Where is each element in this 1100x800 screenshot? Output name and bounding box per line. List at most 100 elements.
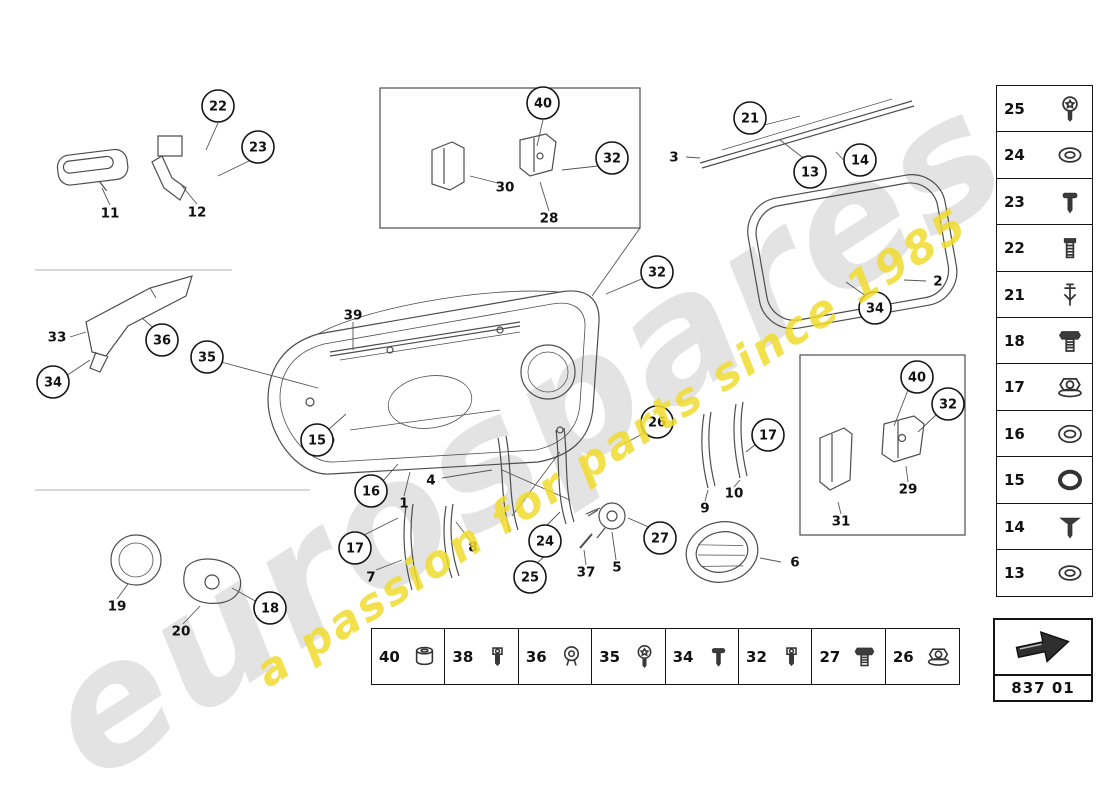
svg-text:12: 12 bbox=[188, 205, 207, 221]
callout-26[interactable]: 26 bbox=[640, 405, 674, 439]
part-number: 32 bbox=[746, 647, 767, 666]
callout-17[interactable]: 17 bbox=[751, 418, 785, 452]
sidebar-part-15[interactable]: 15 bbox=[996, 456, 1093, 505]
label-7[interactable]: 7 bbox=[366, 570, 375, 586]
sidebar-part-24[interactable]: 24 bbox=[996, 131, 1093, 180]
sidebar-part-14[interactable]: 14 bbox=[996, 502, 1093, 551]
part-number: 23 bbox=[1004, 192, 1025, 211]
sidebar-part-21[interactable]: 21 bbox=[996, 270, 1093, 319]
label-11[interactable]: 11 bbox=[101, 206, 120, 222]
svg-text:30: 30 bbox=[496, 180, 515, 196]
sidebar-part-13[interactable]: 13 bbox=[996, 549, 1093, 598]
bottom-part-38[interactable]: 38 bbox=[444, 628, 520, 685]
callout-21[interactable]: 21 bbox=[733, 101, 767, 135]
label-19[interactable]: 19 bbox=[108, 599, 127, 615]
callout-23[interactable]: 23 bbox=[241, 130, 275, 164]
callout-32[interactable]: 32 bbox=[595, 141, 629, 175]
callout-36[interactable]: 36 bbox=[145, 323, 179, 357]
callout-32[interactable]: 32 bbox=[931, 387, 965, 421]
callout-32[interactable]: 32 bbox=[640, 255, 674, 289]
sidebar-part-18[interactable]: 18 bbox=[996, 317, 1093, 366]
label-4[interactable]: 4 bbox=[426, 473, 435, 489]
svg-text:18: 18 bbox=[261, 602, 279, 617]
callout-25[interactable]: 25 bbox=[513, 560, 547, 594]
label-6[interactable]: 6 bbox=[790, 555, 799, 571]
label-39[interactable]: 39 bbox=[344, 308, 363, 324]
door-check-part bbox=[157, 135, 183, 157]
callout-34[interactable]: 34 bbox=[36, 365, 70, 399]
label-20[interactable]: 20 bbox=[172, 624, 191, 640]
callout-34[interactable]: 34 bbox=[858, 291, 892, 325]
label-2[interactable]: 2 bbox=[933, 274, 942, 290]
bottom-part-27[interactable]: 27 bbox=[811, 628, 887, 685]
hex-bolt-icon bbox=[1055, 326, 1085, 356]
detail-box-right bbox=[799, 354, 966, 536]
label-29[interactable]: 29 bbox=[899, 482, 918, 498]
callout-16[interactable]: 16 bbox=[354, 474, 388, 508]
label-8[interactable]: 8 bbox=[468, 540, 477, 556]
bottom-part-40[interactable]: 40 bbox=[371, 628, 446, 685]
callout-40[interactable]: 40 bbox=[900, 360, 934, 394]
callout-22[interactable]: 22 bbox=[201, 89, 235, 123]
part-number: 15 bbox=[1004, 471, 1025, 490]
part-drawings bbox=[35, 87, 966, 625]
callout-24[interactable]: 24 bbox=[528, 524, 562, 558]
label-9[interactable]: 9 bbox=[700, 501, 709, 517]
socket-bolt-icon bbox=[778, 643, 805, 670]
part-number: 27 bbox=[819, 647, 841, 666]
diagram-code-box[interactable]: 837 01 bbox=[993, 618, 1093, 702]
guide-strip-part bbox=[403, 503, 420, 591]
callout-15[interactable]: 15 bbox=[300, 423, 334, 457]
label-1[interactable]: 1 bbox=[399, 496, 408, 512]
pan-screw-icon bbox=[1055, 187, 1085, 217]
svg-text:19: 19 bbox=[108, 599, 127, 615]
part-number: 22 bbox=[1004, 239, 1025, 258]
part-number: 25 bbox=[1004, 100, 1025, 118]
sidebar-part-16[interactable]: 16 bbox=[996, 409, 1093, 458]
svg-text:3: 3 bbox=[669, 150, 678, 166]
bottom-part-34[interactable]: 34 bbox=[664, 628, 740, 685]
bottom-part-26[interactable]: 26 bbox=[884, 628, 960, 685]
part-number: 26 bbox=[892, 647, 914, 666]
callout-14[interactable]: 14 bbox=[843, 143, 877, 177]
sidebar-part-25[interactable]: 25 bbox=[996, 85, 1093, 133]
label-12[interactable]: 12 bbox=[188, 205, 207, 221]
callout-40[interactable]: 40 bbox=[526, 86, 560, 120]
label-28[interactable]: 28 bbox=[540, 211, 559, 227]
callout-17[interactable]: 17 bbox=[338, 531, 372, 565]
sidebar-part-17[interactable]: 17 bbox=[996, 363, 1093, 412]
callout-13[interactable]: 13 bbox=[793, 155, 827, 189]
svg-text:35: 35 bbox=[198, 351, 216, 366]
callout-35[interactable]: 35 bbox=[190, 340, 224, 374]
label-10[interactable]: 10 bbox=[725, 486, 744, 502]
svg-text:6: 6 bbox=[790, 555, 799, 571]
torx-screw-icon bbox=[1055, 94, 1085, 124]
part-number: 35 bbox=[599, 647, 621, 666]
seal-ring-icon bbox=[1055, 465, 1085, 495]
rivet-nut-icon bbox=[1055, 233, 1085, 263]
part-number: 18 bbox=[1004, 332, 1025, 351]
svg-text:15: 15 bbox=[308, 434, 326, 449]
label-31[interactable]: 31 bbox=[832, 514, 851, 530]
sidebar-part-23[interactable]: 23 bbox=[996, 177, 1093, 226]
sidebar-part-22[interactable]: 22 bbox=[996, 224, 1093, 273]
bottom-part-32[interactable]: 32 bbox=[738, 628, 814, 685]
part-number: 21 bbox=[1004, 285, 1025, 304]
washer-icon bbox=[1055, 558, 1085, 588]
svg-text:21: 21 bbox=[741, 112, 759, 127]
label-5[interactable]: 5 bbox=[612, 560, 621, 576]
door-handle-part bbox=[56, 148, 129, 192]
callout-18[interactable]: 18 bbox=[253, 591, 287, 625]
label-30[interactable]: 30 bbox=[496, 180, 515, 196]
svg-text:28: 28 bbox=[540, 211, 559, 227]
bottom-part-36[interactable]: 36 bbox=[517, 628, 593, 685]
callout-27[interactable]: 27 bbox=[643, 521, 677, 555]
svg-text:17: 17 bbox=[346, 542, 364, 557]
label-37[interactable]: 37 bbox=[577, 565, 596, 581]
label-3[interactable]: 3 bbox=[669, 150, 678, 166]
bottom-part-35[interactable]: 35 bbox=[591, 628, 667, 685]
cover-part bbox=[110, 534, 162, 586]
part-number: 16 bbox=[1004, 424, 1025, 443]
label-33[interactable]: 33 bbox=[48, 330, 67, 346]
